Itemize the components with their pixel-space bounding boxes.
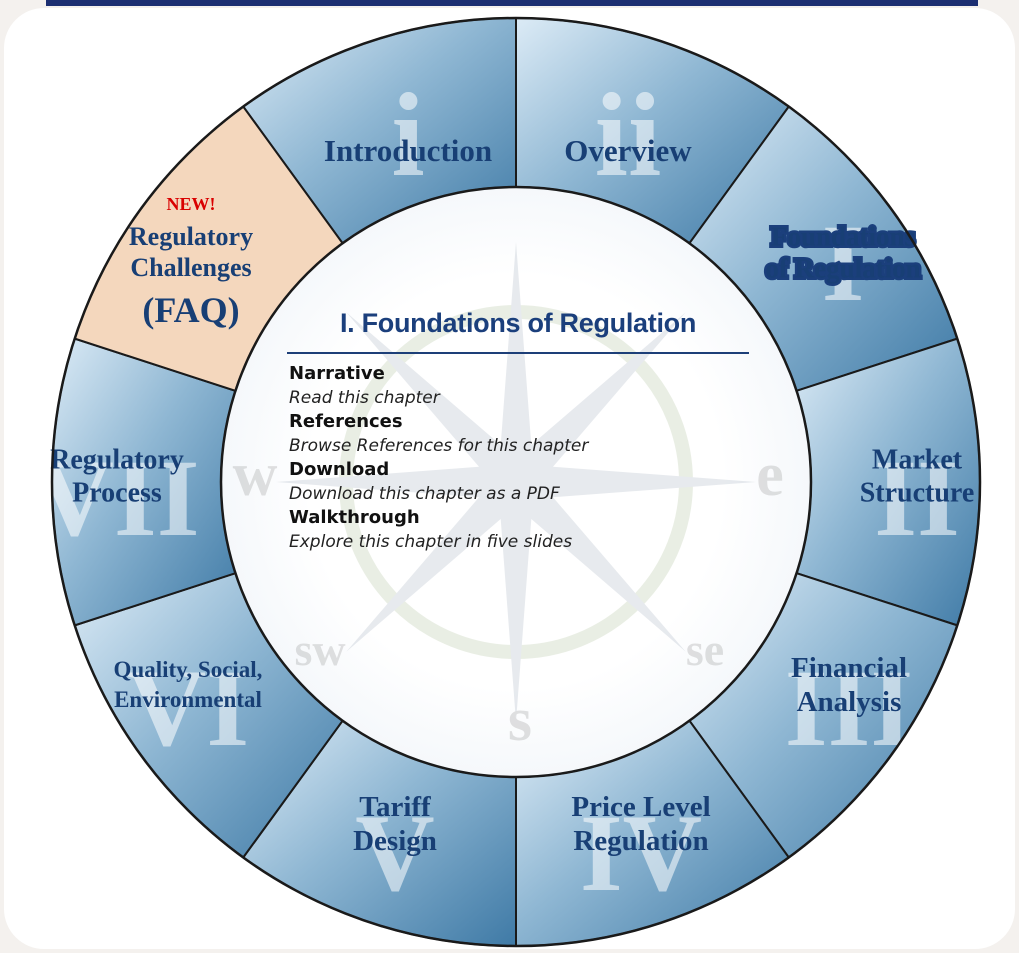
segment-label[interactable]: of Regulation [763,251,923,286]
segment-label[interactable]: Regulatory [50,444,184,475]
segment-label[interactable]: Market [872,444,963,475]
segment-label[interactable]: Process [72,477,162,508]
menu-description[interactable]: Read this chapter [289,388,440,408]
chapter-menu: Narrative Read this chapter References B… [289,362,588,554]
outer-ring [50,16,982,948]
segment-numeral: i [391,68,424,201]
new-badge: NEW! [167,194,216,214]
menu-heading[interactable]: Narrative [289,363,385,384]
center-disc [219,185,813,779]
segment-label[interactable]: Financial [791,652,907,684]
segment-label[interactable]: Foundations [768,219,917,254]
segment-label[interactable]: Challenges [130,253,251,282]
segment-label[interactable]: Tariff [359,791,431,823]
compass-star [276,242,756,722]
top-bar [46,0,978,6]
menu-description[interactable]: Download this chapter as a PDF [289,484,560,504]
compass-letter: e [756,441,784,509]
compass-letter: s [508,686,532,754]
menu-item-walkthrough[interactable]: Walkthrough Explore this chapter in five… [289,506,588,554]
menu-description[interactable]: Explore this chapter in five slides [289,532,573,552]
compass-letter: se [686,624,724,675]
title-divider [287,352,749,354]
segment-label[interactable]: (FAQ) [142,290,239,330]
segment-label[interactable]: Quality, Social, [114,657,263,682]
menu-heading[interactable]: Walkthrough [289,507,420,528]
segment-label[interactable]: Regulation [573,825,708,857]
segment-numeral: IV [580,792,702,914]
menu-heading[interactable]: References [289,411,403,432]
segment-numeral: V [355,792,434,914]
segment-label[interactable]: Structure [860,477,975,508]
segment-numeral: VII [34,437,199,559]
segment-label[interactable]: Environmental [114,687,262,712]
segment-label[interactable]: Price Level [571,791,710,823]
segment-label[interactable]: Introduction [324,133,492,168]
segment-label[interactable]: Analysis [797,686,902,718]
menu-item-narrative[interactable]: Narrative Read this chapter [289,362,588,410]
menu-description[interactable]: Browse References for this chapter [289,436,589,456]
menu-item-references[interactable]: References Browse References for this ch… [289,410,588,458]
menu-heading[interactable]: Download [289,459,390,480]
compass-letter: w [233,441,278,509]
segment-numeral: I [822,202,865,324]
compass-watermark: w e sw se s [233,242,784,754]
compass-ring [339,305,693,659]
segment-numeral: II [874,437,960,559]
segment-label[interactable]: Design [353,825,437,857]
segment-label[interactable]: Regulatory [129,222,253,251]
segment-numeral: VI [127,647,249,769]
panel-title: I. Foundations of Regulation [339,308,697,338]
segment-numeral: ii [595,68,662,201]
segment-label[interactable]: Overview [564,133,692,168]
compass-letter: sw [294,624,345,675]
menu-item-download[interactable]: Download Download this chapter as a PDF [289,458,588,506]
chapter-panel: I. Foundations of Regulation Narrative R… [283,308,753,608]
segment-numeral: III [785,647,913,769]
